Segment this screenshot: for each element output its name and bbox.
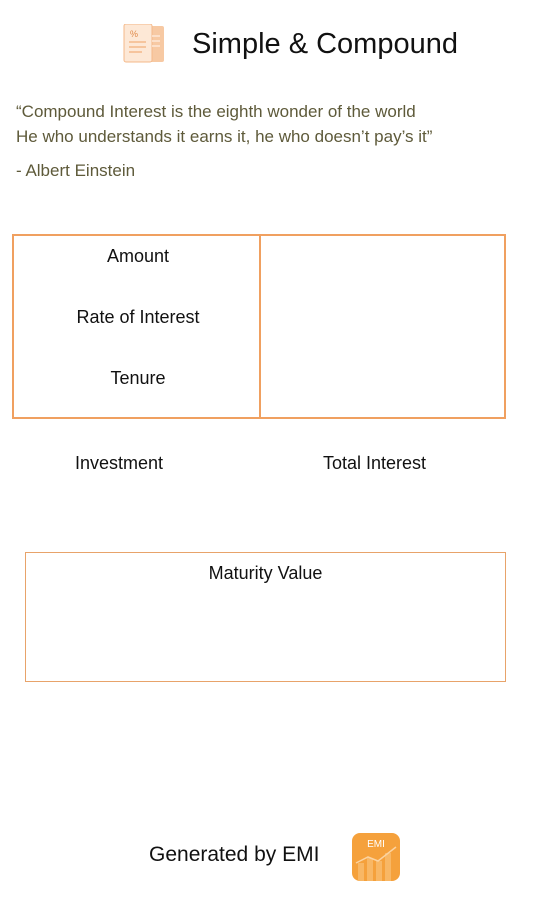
emi-logo: EMI <box>352 833 400 881</box>
total-interest-label: Total Interest <box>323 453 427 473</box>
quote-author: - Albert Einstein <box>16 161 136 180</box>
input-panel: Amount Rate of Interest Tenure <box>12 234 506 419</box>
rate-of-interest-label: Rate of Interest <box>76 307 200 327</box>
amount-label: Amount <box>106 246 170 266</box>
calculator-document-icon: % <box>122 23 166 64</box>
tenure-label: Tenure <box>110 368 166 388</box>
svg-text:%: % <box>130 29 138 39</box>
maturity-value-label: Maturity Value <box>208 563 323 583</box>
quote-line-1: “Compound Interest is the eighth wonder … <box>16 102 416 121</box>
quote-line-2: He who understands it earns it, he who d… <box>16 127 433 146</box>
emi-chart-icon <box>355 846 397 881</box>
page-title: Simple & Compound <box>192 28 458 60</box>
emi-logo-text: EMI <box>367 839 385 850</box>
panel-divider <box>259 236 261 417</box>
generated-by-text: Generated by EMI <box>149 843 320 866</box>
quote-text: “Compound Interest is the eighth wonder … <box>16 99 432 149</box>
maturity-value-panel: Maturity Value <box>25 552 506 682</box>
investment-label: Investment <box>75 453 164 473</box>
